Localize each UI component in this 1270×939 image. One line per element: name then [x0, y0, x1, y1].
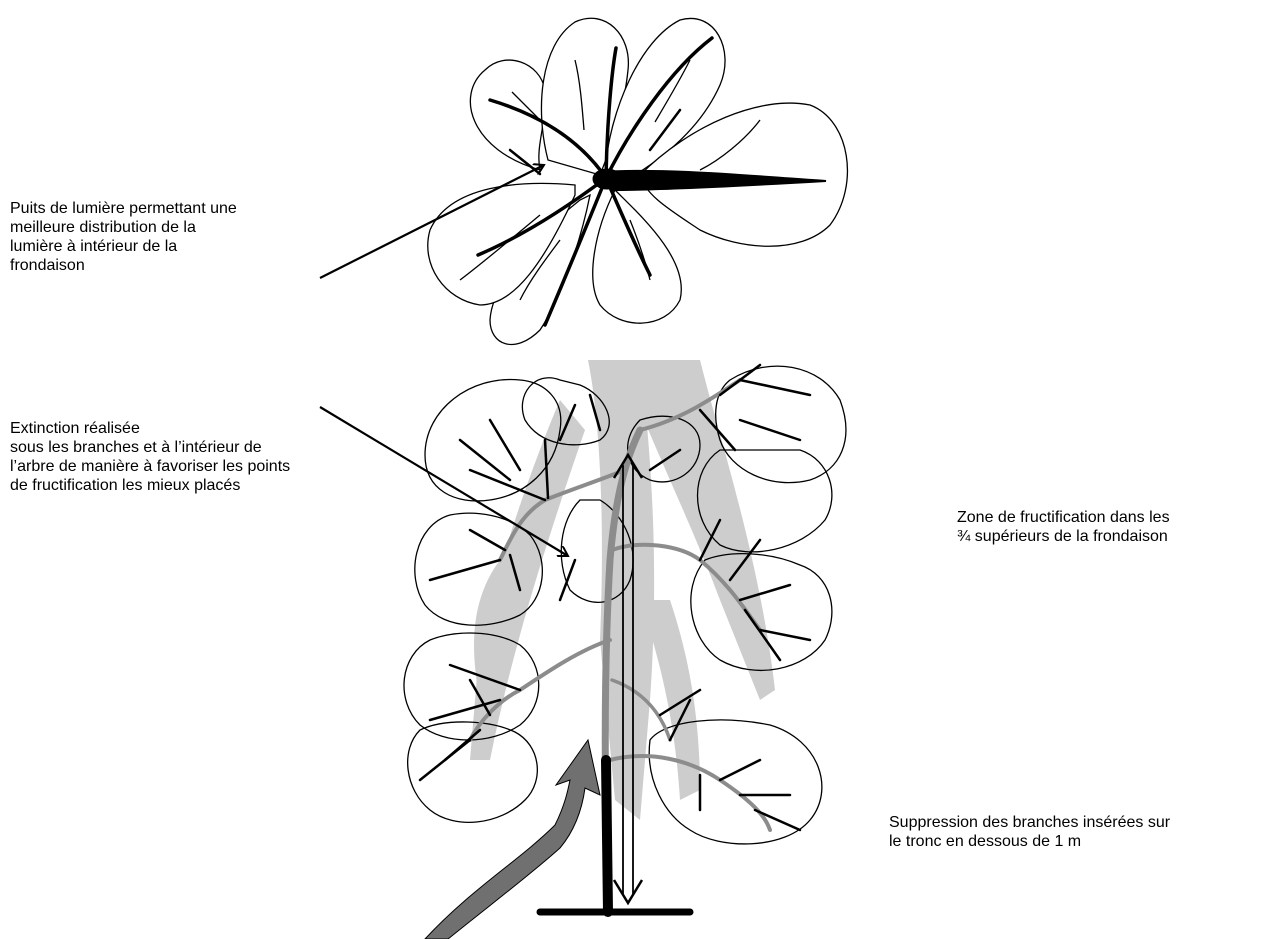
extinction-line-3: l’arbre de manière à favoriser les point… [10, 457, 290, 476]
extinction-line-1: Extinction réalisée [10, 419, 290, 438]
fruiting-zone-line-1: Zone de fructification dans les [957, 508, 1170, 527]
extinction-line-2: sous les branches et à l’intérieur de [10, 438, 290, 457]
branch-removal-annotation: Suppression des branches insérées sur le… [889, 813, 1170, 851]
branch-removal-line-2: le tronc en dessous de 1 m [889, 832, 1170, 851]
light-well-line-3: lumière à intérieur de la [10, 237, 237, 256]
fruiting-zone-line-2: ¾ supérieurs de la frondaison [957, 527, 1170, 546]
light-well-line-2: meilleure distribution de la [10, 218, 237, 237]
light-well-line-4: frondaison [10, 256, 237, 275]
branch-removal-line-1: Suppression des branches insérées sur [889, 813, 1170, 832]
extinction-line-4: de fructification les mieux placés [10, 476, 290, 495]
extinction-annotation: Extinction réalisée sous les branches et… [10, 419, 290, 495]
light-well-annotation: Puits de lumière permettant une meilleur… [10, 199, 237, 275]
side-lobe-7 [404, 633, 539, 740]
fruiting-zone-annotation: Zone de fructification dans les ¾ supéri… [957, 508, 1170, 546]
lobe-bottom-right [593, 190, 682, 323]
light-well-line-1: Puits de lumière permettant une [10, 199, 237, 218]
